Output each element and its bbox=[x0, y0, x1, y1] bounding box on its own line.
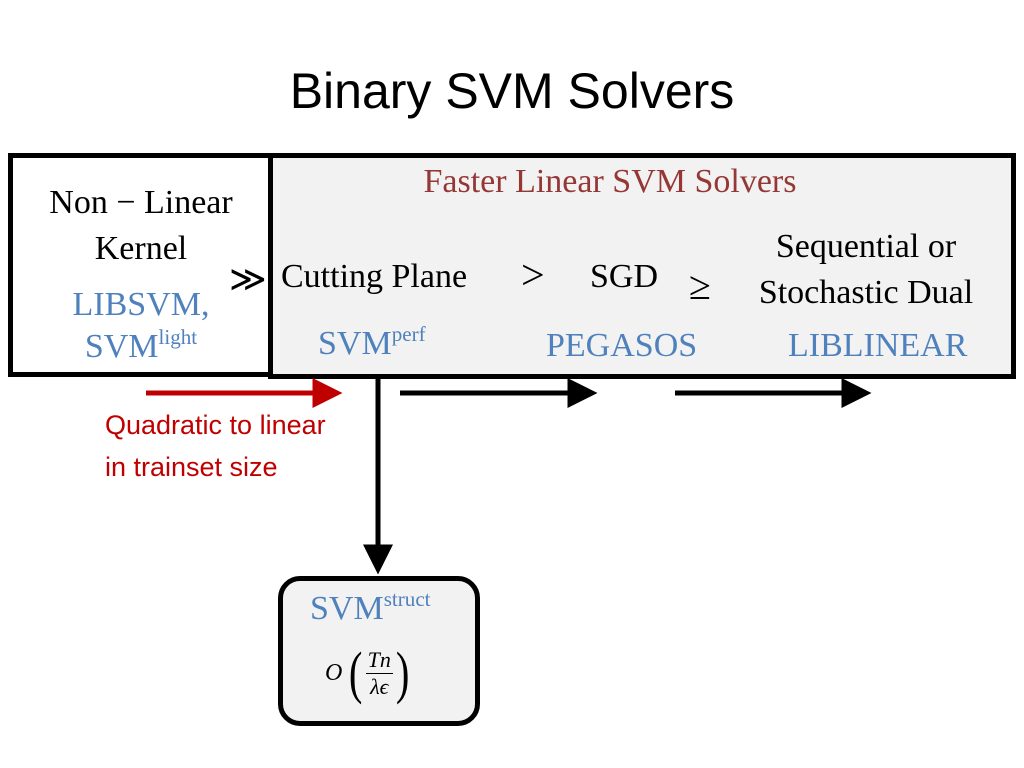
fraction: Tn λϵ bbox=[365, 646, 393, 700]
nonlinear-line2: Kernel bbox=[94, 230, 188, 267]
annotation-line2: in trainset size bbox=[105, 452, 278, 482]
nonlinear-solvers: LIBSVM, SVMlight bbox=[14, 284, 268, 368]
svmstruct-sup: struct bbox=[383, 586, 431, 611]
geq-symbol: ≥ bbox=[689, 263, 711, 308]
numerator: Tn bbox=[365, 646, 393, 674]
dual-line1: Sequential or bbox=[775, 228, 957, 265]
nonlinear-line1: Non − Linear bbox=[49, 184, 233, 221]
linear-solvers-box bbox=[268, 153, 1016, 379]
svmperf-label: SVMperf bbox=[318, 321, 426, 362]
annotation-line1: Quadratic to linear bbox=[105, 410, 326, 440]
pegasos-label: PEGASOS bbox=[546, 327, 698, 364]
liblinear-label: LIBLINEAR bbox=[788, 327, 968, 364]
nonlinear-label: Non − Linear Kernel bbox=[14, 180, 268, 272]
complexity-formula: O ( Tn λϵ ) bbox=[325, 642, 412, 704]
dual-label: Sequential or Stochastic Dual bbox=[734, 224, 998, 316]
much-greater-symbol: ≫ bbox=[229, 259, 267, 299]
left-paren: ( bbox=[349, 640, 363, 705]
cutting-plane-label: Cutting Plane bbox=[281, 258, 468, 295]
greater-symbol: > bbox=[521, 253, 545, 299]
big-o: O bbox=[325, 659, 343, 686]
svmlight-sup: light bbox=[158, 324, 198, 349]
quadratic-annotation: Quadratic to linear in trainset size bbox=[105, 404, 326, 488]
svmlight-label: SVMlight bbox=[84, 324, 198, 365]
svmstruct-box bbox=[278, 576, 480, 726]
libsvm-label: LIBSVM, bbox=[72, 286, 210, 323]
slide-title: Binary SVM Solvers bbox=[289, 63, 735, 119]
dual-line2: Stochastic Dual bbox=[758, 274, 974, 311]
svmstruct-label: SVMstruct bbox=[310, 586, 431, 627]
sgd-label: SGD bbox=[590, 258, 659, 295]
svmperf-sup: perf bbox=[391, 321, 426, 346]
linear-heading: Faster Linear SVM Solvers bbox=[423, 163, 797, 200]
right-paren: ) bbox=[395, 640, 410, 705]
denominator: λϵ bbox=[370, 673, 389, 699]
